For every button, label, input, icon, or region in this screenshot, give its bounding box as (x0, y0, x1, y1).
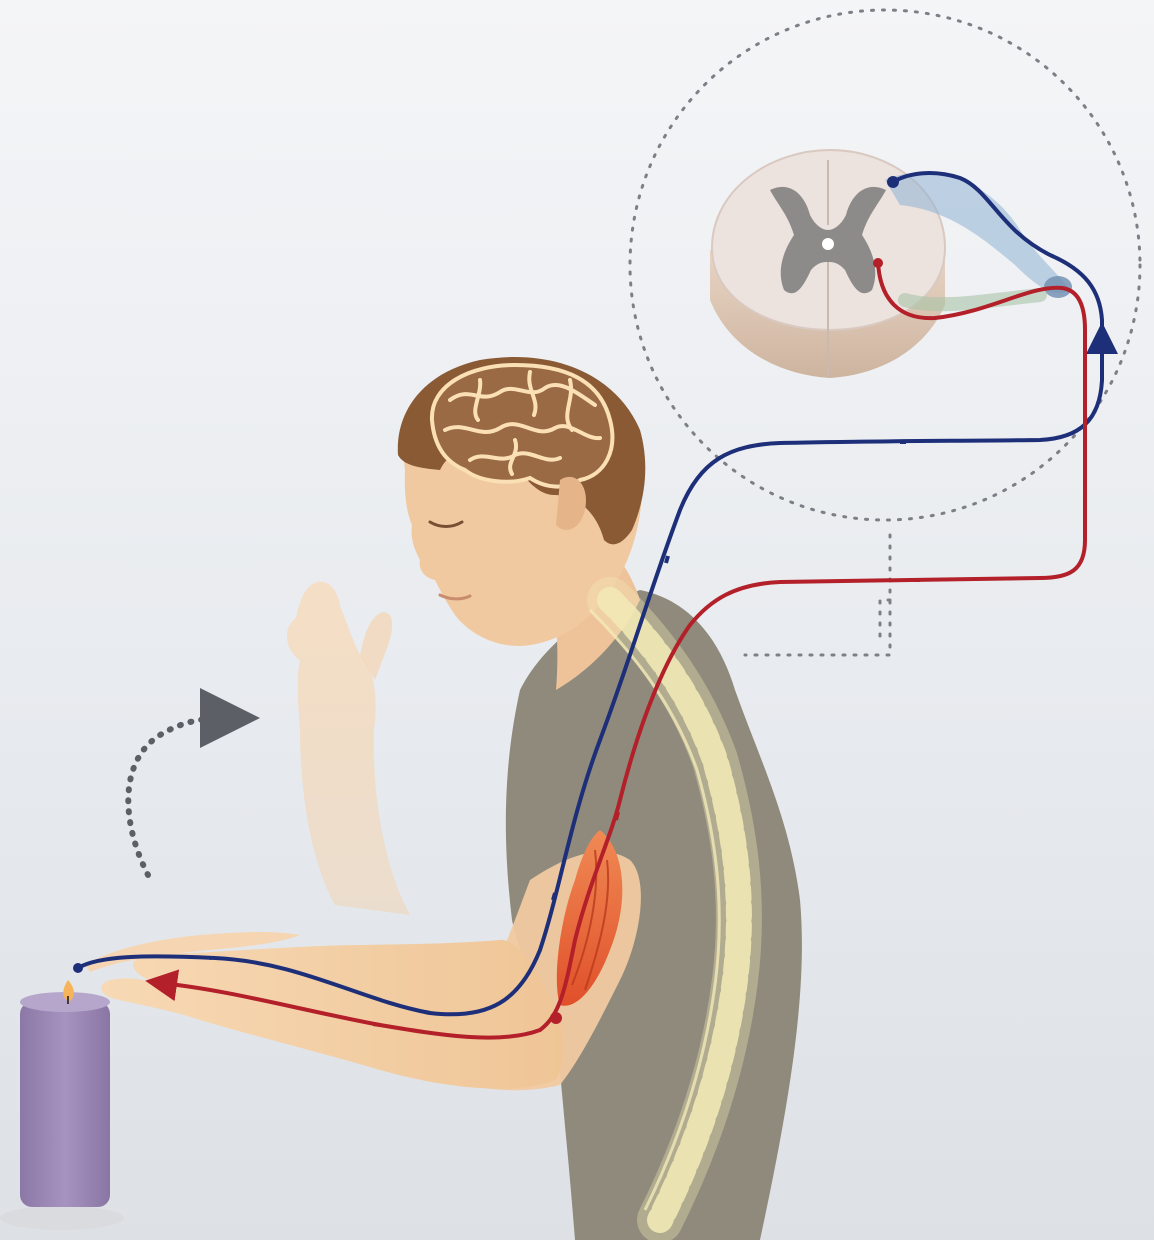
brain (432, 365, 612, 487)
magnification-connector (745, 535, 890, 655)
candle (0, 980, 124, 1230)
withdrawn-hand-ghost (287, 582, 410, 915)
sensory-neuron-cell-body (887, 176, 899, 188)
candle-body (20, 1002, 110, 1207)
withdrawal-motion-arrow (128, 718, 230, 875)
sensory-receptor (73, 963, 83, 973)
